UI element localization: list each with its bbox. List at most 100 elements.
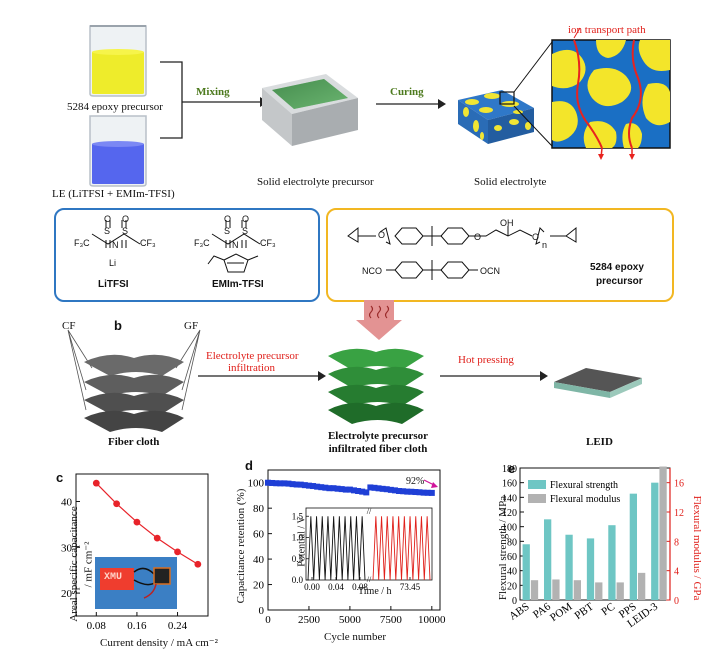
chart-d-point [314,483,321,490]
emim-name: EMIm-TFSI [212,279,264,290]
chart-d-inset-xtick-label: 0.04 [328,582,344,592]
chart-e-category-label: ABS [507,601,531,623]
emim-cf3-left: F₃C [194,238,210,248]
chart-e-ytick-label: 20 [507,581,517,592]
litfsi-n: N [112,240,119,250]
chart-e-bar-modulus [530,580,539,600]
emim-cf3-right: CF₃ [260,238,276,248]
chart-e-legend-swatch-strength [528,480,546,489]
chart-e-bar-strength [522,544,530,600]
chart-d-xtick-label: 0 [265,614,271,626]
chart-d-point [408,488,415,495]
chart-d-frame [267,469,441,611]
chart-d-point [359,488,366,495]
epoxy-ocn: OCN [480,266,500,276]
chart-e-ytick-label: 0 [512,596,517,607]
curing-label: Curing [390,86,424,98]
ion-path-zoom [551,27,671,160]
chart-e-ytick-label: 80 [507,537,517,548]
chart-e-bar-modulus [638,572,646,600]
infiltration-arrow [198,371,326,381]
chart-c-inset-display [100,568,134,590]
chart-d-point [379,485,386,492]
chart-c-point [153,534,161,542]
solid-electrolyte-cube [458,90,534,144]
chart-c-ytick-label: 20 [61,588,73,600]
chart-d-xtick-label: 7500 [380,614,403,626]
chart-d-point [355,488,362,494]
chart-d-point [281,480,288,487]
chart-c-xtick-label: 0.08 [87,620,107,632]
chart-d-ytick-label: 60 [253,529,265,541]
lithium-salt-box [54,208,320,302]
litfsi-li: Li [109,258,117,268]
chart-d-point [367,484,374,491]
chart-e-legend-strength: Flexural strength [550,480,618,491]
chart-d-point [338,486,345,493]
chart-d-point [310,483,317,490]
hot-pressing-arrow [440,371,548,381]
chart-e-category-label: PC [599,601,617,619]
chart-e-bar-strength [608,525,616,600]
emim-s-right: S [242,226,249,236]
panel-d-letter: d [245,458,253,473]
chart-d-inset-xtick-label: 0.08 [352,582,368,592]
litfsi-o-tr: O [122,214,130,224]
chart-d-point [412,489,419,496]
chart-e-ytick-label: 160 [502,479,517,490]
precursor-label: Solid electrolyte precursor [257,176,374,188]
chart-e-ylabel: Flexural strength / MPa [497,495,509,601]
chart-d-point [396,488,403,494]
chart-d-inset-ytick-label: 1.0 [292,533,304,543]
epoxy-n: n [542,240,548,250]
leid-label: LEID [586,436,613,448]
chart-c-xtick-label: 0.24 [168,620,188,632]
hot-pressing-label: Hot pressing [458,354,514,366]
precursor-box [262,74,358,146]
infiltration-label-2: infiltration [228,362,276,374]
chart-c-point [92,479,100,487]
chart-d-point [346,486,353,493]
chart-d-point [293,481,300,488]
chart-d-point [342,486,349,493]
heat-arrow-icon [356,300,402,340]
chart-e-bar-strength [651,482,659,600]
chart-c-ytick-label: 40 [61,496,73,508]
chart-d-point [334,485,341,492]
chart-e-y2label: Flexural modulus / GPa [691,495,703,601]
litfsi-s-right: S [122,226,129,236]
epoxy-structure [347,226,577,280]
leid-sheet [554,368,642,398]
zoom-lines [513,41,553,147]
chart-d-ytick-label: 100 [248,478,265,490]
chart-d-point [322,484,329,491]
chart-d-inset-xlabel: Time / h [358,586,392,597]
panel-c-letter: c [56,470,64,485]
beaker1-label: 5284 epoxy precursor [67,101,163,113]
litfsi-cf3-left: F₃C [74,238,90,248]
chart-d-xlabel: Cycle number [324,631,387,643]
chart-d-point [297,481,304,488]
chart-c-point [194,560,202,568]
chart-d-point [391,487,398,494]
chart-d-point [301,482,308,489]
cf-label: CF [62,320,76,332]
chart-d-inset-ytick-label: 0.0 [292,575,304,585]
beaker2-label: LE (LiTFSI + EMIm-TFSI) [52,188,175,200]
chart-e-category-label: PBT [572,600,596,622]
chart-d-point [420,489,427,496]
chart-d-point [305,482,312,489]
chart-e-y2tick-label: 8 [674,537,679,548]
chart-e-bar-strength [565,534,573,600]
gf-label: GF [184,320,199,332]
chart-e-legend-modulus: Flexural modulus [550,494,620,505]
chart-d-point [428,489,435,496]
chart-e-bar-modulus [552,579,560,600]
chart-e-y2tick-label: 12 [674,508,684,519]
chart-d-point [387,486,394,493]
chart-d-point [375,485,382,492]
chart-c-point [174,548,181,556]
chart-c-inset-text: XMU [104,572,123,583]
